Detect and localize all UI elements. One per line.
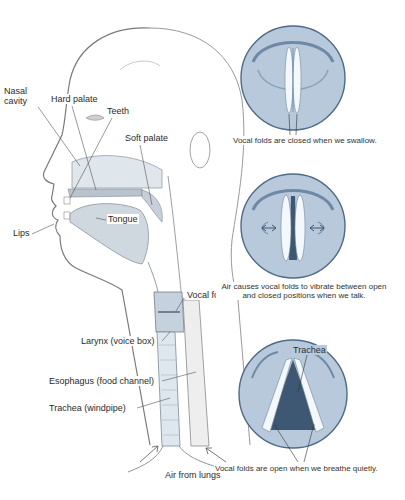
part-label: Trachea (windpipe)	[48, 403, 127, 413]
upper-teeth	[64, 197, 70, 204]
nasal-cavity	[72, 156, 162, 188]
caption-text: Air causes vocal folds to vibrate betwee…	[216, 282, 392, 300]
esophagus-tube	[183, 300, 209, 446]
part-label: Lips	[12, 228, 31, 238]
part-label: Teeth	[106, 106, 130, 116]
leader-lines	[32, 104, 196, 408]
caption-text: Vocal folds are closed when we swallow.	[232, 136, 378, 145]
lower-teeth	[64, 212, 70, 219]
part-label: Trachea	[292, 345, 327, 355]
caption-text: Vocal folds are open when we breathe qui…	[214, 464, 379, 473]
tongue	[70, 204, 149, 264]
bronchus-left	[128, 446, 163, 472]
larynx	[154, 292, 184, 332]
epiglottis	[148, 262, 158, 292]
part-label: Air from lungs	[164, 470, 222, 480]
part-label: Tongue	[107, 214, 139, 224]
head-back-outline	[150, 28, 250, 445]
hair-line	[120, 61, 160, 70]
part-label: Nasal cavity	[3, 86, 39, 107]
vocal-folds-open-view	[239, 340, 347, 448]
eye	[86, 115, 104, 120]
part-label: Larynx (voice box)	[80, 336, 156, 346]
hard-palate	[68, 189, 142, 197]
part-label: Hard palate	[50, 94, 99, 104]
trachea-rings	[159, 345, 180, 435]
part-label: Soft palate	[124, 133, 169, 143]
air-arrow	[140, 446, 158, 462]
part-label: Esophagus (food channel)	[48, 376, 155, 386]
vocal-folds-side	[158, 311, 180, 312]
air-arrow	[206, 448, 226, 462]
vocal-folds-closed-view	[241, 26, 345, 130]
ear	[190, 132, 210, 168]
trachea-tube	[157, 332, 180, 446]
vocal-folds-vibrating-view	[241, 174, 345, 278]
pharynx-wall	[168, 176, 182, 300]
